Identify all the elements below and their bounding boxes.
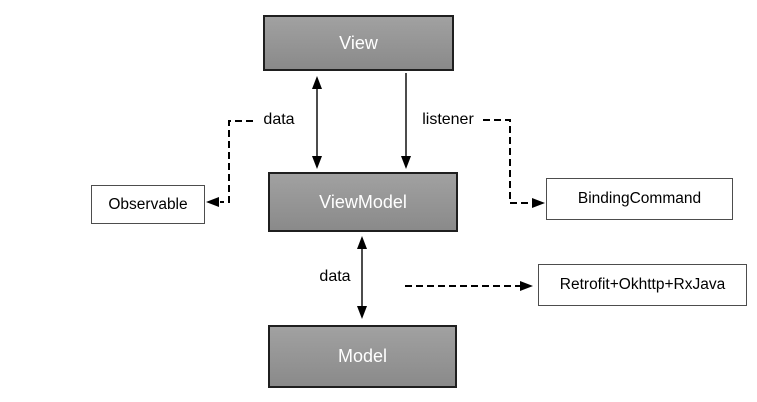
node-model: Model: [268, 325, 457, 388]
node-retrofit-label: Retrofit+Okhttp+RxJava: [559, 276, 726, 293]
node-bindingcommand-label: BindingCommand: [577, 190, 702, 207]
edge-label-data-top: data: [263, 111, 295, 128]
node-observable-label: Observable: [108, 195, 188, 213]
node-retrofit: Retrofit+Okhttp+RxJava: [538, 264, 747, 306]
viewmodel-to-retrofit-dashed-arrow: [405, 281, 533, 291]
node-view: View: [263, 15, 454, 71]
edge-label-listener: listener: [422, 111, 474, 128]
node-view-label: View: [339, 32, 378, 53]
view-viewmodel-data-arrow: [312, 76, 322, 169]
data-to-observable-dashed-arrow: [206, 120, 253, 207]
node-bindingcommand: BindingCommand: [546, 178, 733, 220]
node-viewmodel-label: ViewModel: [319, 191, 407, 212]
viewmodel-model-data-arrow: [357, 236, 367, 319]
view-viewmodel-listener-arrow: [401, 73, 411, 169]
node-observable: Observable: [91, 185, 205, 224]
listener-to-bindingcommand-dashed-arrow: [483, 119, 545, 208]
node-model-label: Model: [337, 346, 388, 366]
edge-label-data-bottom: data: [319, 268, 351, 285]
node-viewmodel: ViewModel: [268, 172, 458, 232]
